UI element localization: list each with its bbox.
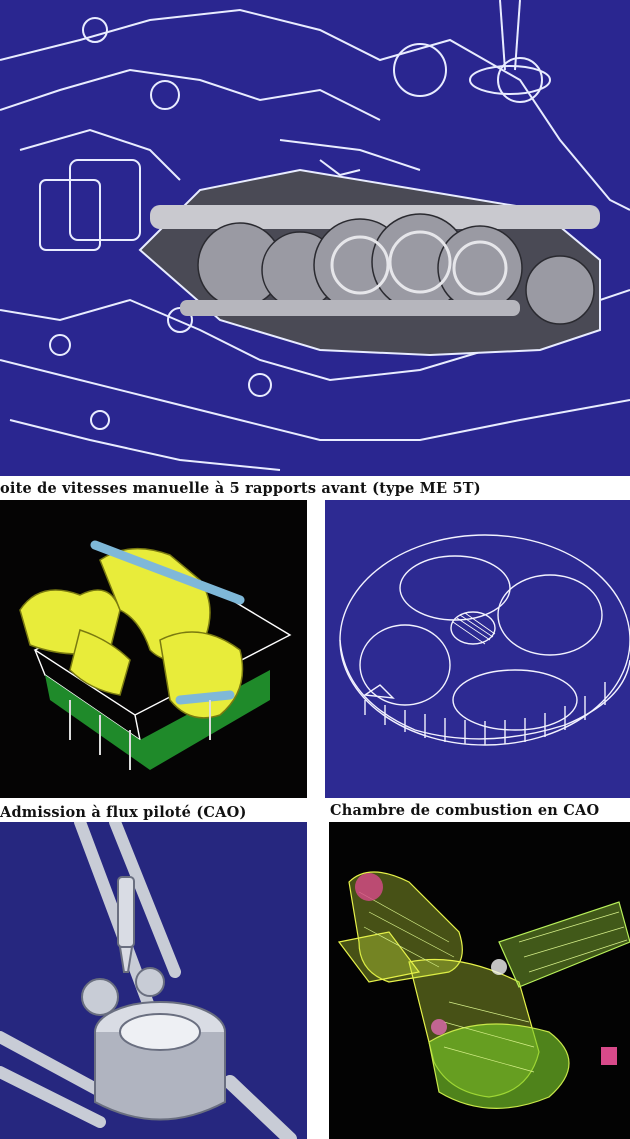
intake-caption: Admission à flux piloté (CAO) xyxy=(0,804,247,821)
port-flow-cad-image xyxy=(329,822,630,1139)
intake-cad-image xyxy=(0,500,307,798)
combustion-chamber-image xyxy=(325,500,630,798)
spark-plug-piston-image xyxy=(0,822,307,1139)
chamber-caption: Chambre de combustion en CAO xyxy=(330,802,600,819)
gearbox-caption: oite de vitesses manuelle à 5 rapports a… xyxy=(0,480,481,497)
gearbox-illustration xyxy=(0,0,630,476)
